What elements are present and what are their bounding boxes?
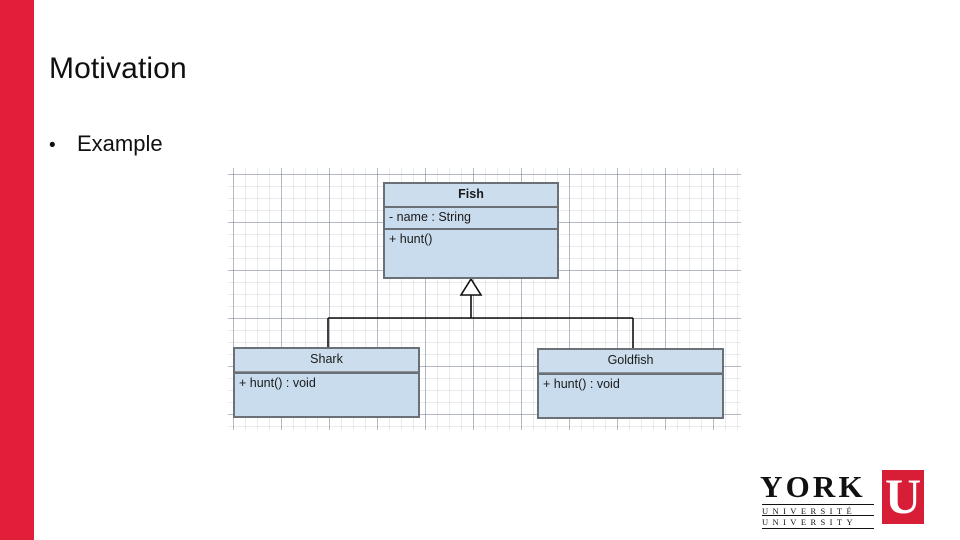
uml-class-name: Fish xyxy=(385,184,557,208)
uml-operation-compartment: + hunt() xyxy=(385,230,557,250)
bullet-item-label: Example xyxy=(77,131,163,156)
uml-class-shark[interactable]: Shark + hunt() : void xyxy=(233,347,420,418)
logo-subtitle-english: UNIVERSITY xyxy=(762,515,874,529)
logo-u-mark: U xyxy=(882,470,924,524)
bullet-list-item: • Example xyxy=(49,130,163,160)
left-accent-bar xyxy=(0,0,34,540)
logo-subtitle-french: UNIVERSITÉ xyxy=(762,504,874,516)
logo-wordmark: YORK xyxy=(760,469,866,504)
uml-class-fish[interactable]: Fish - name : String + hunt() xyxy=(383,182,559,279)
uml-operation-compartment: + hunt() : void xyxy=(235,374,418,394)
page-title: Motivation xyxy=(49,52,187,85)
uml-class-goldfish[interactable]: Goldfish + hunt() : void xyxy=(537,348,724,419)
uml-class-name: Shark xyxy=(235,349,418,372)
bullet-point-icon: • xyxy=(49,135,56,156)
uml-generalization-connectors xyxy=(327,277,634,349)
uml-class-name: Goldfish xyxy=(539,350,722,373)
york-university-logo: YORK UNIVERSITÉ UNIVERSITY U xyxy=(760,469,924,529)
uml-attribute-compartment: - name : String xyxy=(385,208,557,230)
uml-diagram: Fish - name : String + hunt() Shark + hu… xyxy=(228,168,741,430)
uml-operation-compartment: + hunt() : void xyxy=(539,375,722,395)
